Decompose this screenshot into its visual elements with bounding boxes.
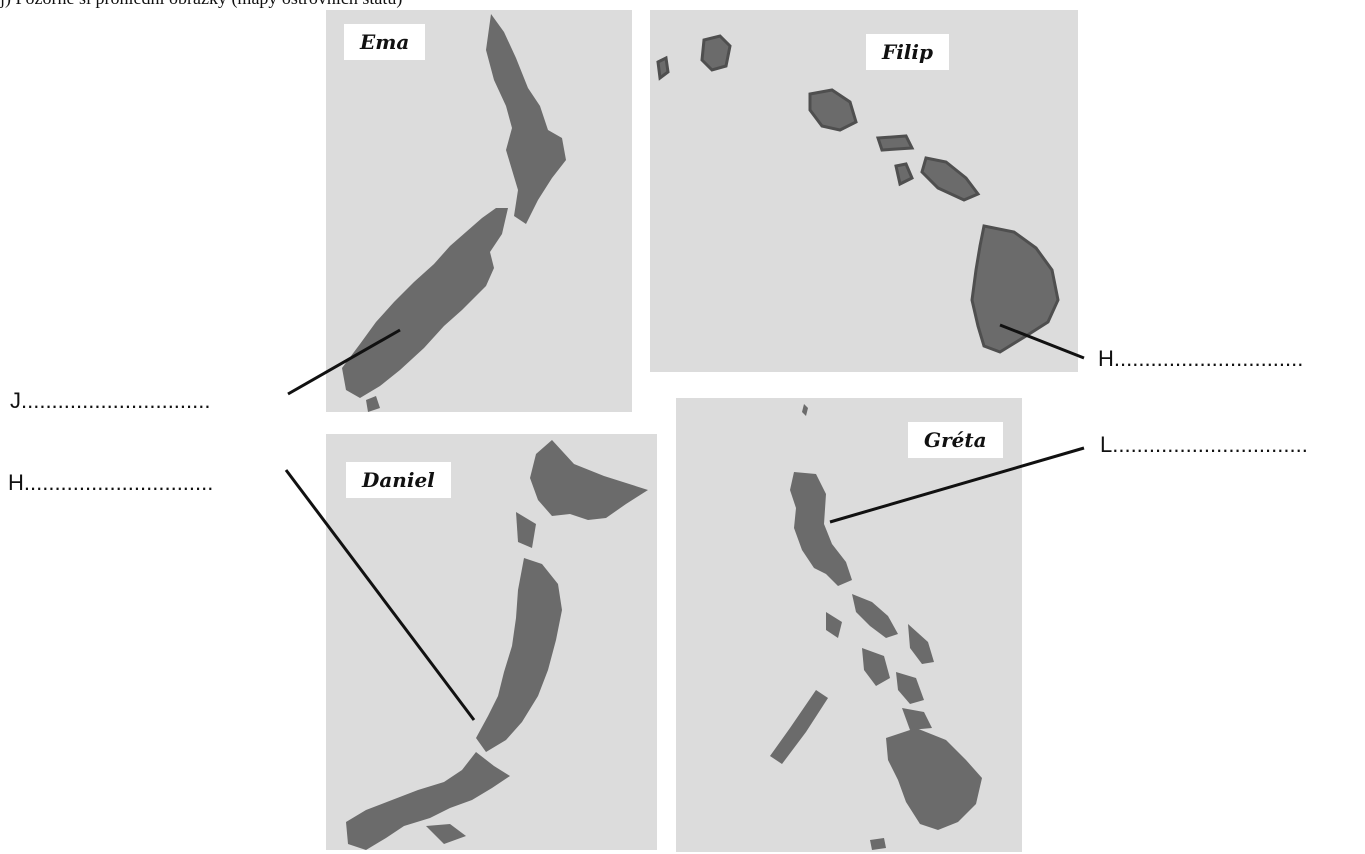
name-box-greta: Gréta	[908, 422, 1003, 458]
name-box-daniel: Daniel	[346, 462, 451, 498]
map-philippines	[770, 404, 982, 850]
map-hawaii	[656, 34, 1060, 354]
map-japan	[346, 440, 648, 850]
label-l: L................................	[1100, 432, 1308, 457]
panel-filip: Filip	[650, 10, 1078, 372]
label-j: J...............................	[10, 388, 211, 413]
panel-daniel: Daniel	[326, 434, 657, 850]
panel-greta: Gréta	[676, 398, 1022, 852]
label-h-right: H...............................	[1098, 346, 1304, 371]
panel-ema: Ema	[326, 10, 632, 412]
name-box-filip: Filip	[866, 34, 949, 70]
header-text: j) Pozorně si prohlédni obrázky (mapy os…	[0, 0, 402, 9]
name-box-ema: Ema	[344, 24, 426, 60]
map-new-zealand	[342, 14, 566, 412]
label-h-left: H...............................	[8, 470, 214, 495]
